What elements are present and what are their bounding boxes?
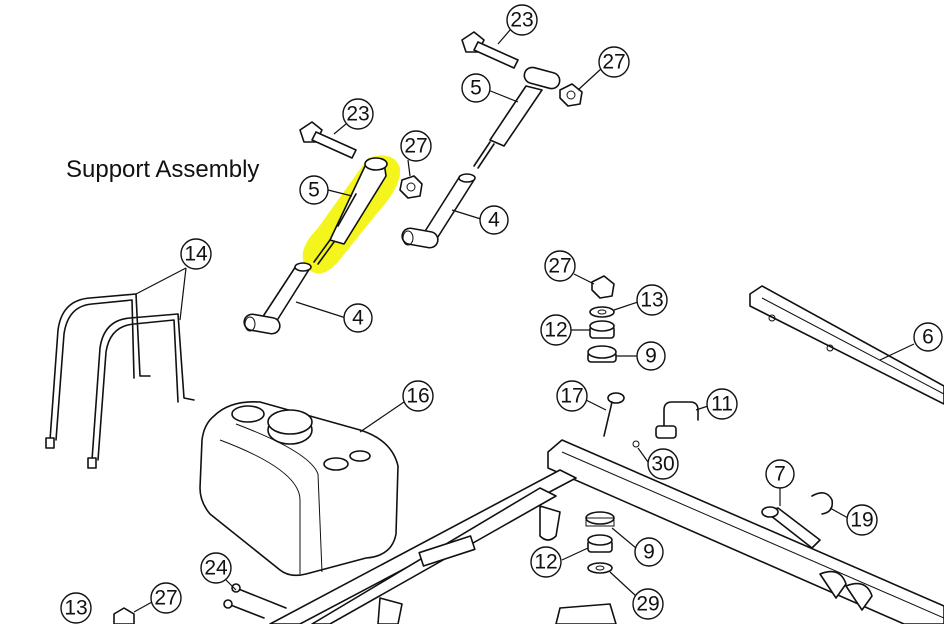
support-tube-5-right (473, 66, 561, 169)
svg-text:4: 4 (488, 209, 500, 232)
bearing-12-lower (587, 534, 613, 553)
svg-text:24: 24 (204, 557, 228, 580)
svg-text:27: 27 (404, 135, 427, 158)
callout-27-stack: 27 (544, 250, 576, 282)
callout-16: 16 (402, 380, 434, 412)
svg-text:6: 6 (922, 326, 934, 349)
svg-text:13: 13 (64, 597, 87, 620)
callout-12-stack: 12 (540, 314, 572, 346)
fuel-tank-16 (199, 400, 399, 577)
svg-text:5: 5 (308, 179, 320, 202)
callout-6: 6 (913, 322, 943, 352)
callout-24: 24 (200, 552, 232, 584)
callout-4-left: 4 (343, 303, 373, 333)
nut-27-left (399, 175, 423, 199)
pin-17 (603, 392, 625, 437)
support-tube-4-left (243, 262, 312, 335)
support-tube-5-left (313, 157, 388, 265)
callout-23-right: 23 (506, 4, 538, 36)
callout-30: 30 (647, 448, 679, 480)
svg-text:19: 19 (850, 509, 873, 532)
svg-text:30: 30 (651, 453, 674, 476)
svg-text:13: 13 (640, 289, 663, 312)
assembly-title: Support Assembly (66, 156, 260, 183)
svg-text:27: 27 (154, 587, 177, 610)
main-frame (269, 439, 944, 625)
bushing-9-lower (585, 511, 615, 527)
svg-text:4: 4 (352, 307, 364, 330)
svg-text:17: 17 (560, 385, 583, 408)
bearing-12-stack (589, 320, 615, 339)
callout-5-right: 5 (461, 73, 491, 103)
callout-23-left: 23 (342, 98, 374, 130)
svg-text:7: 7 (774, 463, 786, 486)
svg-text:27: 27 (548, 255, 571, 278)
callout-12-lower: 12 (530, 546, 562, 578)
svg-text:5: 5 (470, 77, 482, 100)
nut-27-stack (591, 275, 615, 299)
washer-29 (587, 562, 613, 574)
callout-14: 14 (180, 238, 212, 270)
callout-4-right: 4 (479, 205, 509, 235)
frame-rail-6 (749, 285, 944, 405)
svg-text:14: 14 (184, 243, 208, 266)
callout-29: 29 (632, 588, 664, 620)
svg-text:29: 29 (636, 593, 659, 616)
washer-13-stack (589, 306, 615, 318)
callout-27-right: 27 (598, 46, 630, 78)
callout-13-stack: 13 (636, 284, 668, 316)
callout-11: 11 (706, 388, 738, 420)
svg-text:12: 12 (534, 551, 557, 574)
callout-13-bottom: 13 (60, 592, 92, 624)
clamp-19 (811, 492, 834, 515)
svg-text:9: 9 (643, 541, 655, 564)
svg-text:9: 9 (645, 345, 657, 368)
svg-text:23: 23 (346, 103, 369, 126)
callout-7: 7 (765, 459, 795, 489)
bolt-23-right (461, 31, 519, 69)
callout-27-bottom: 27 (150, 582, 182, 614)
svg-text:23: 23 (510, 9, 533, 32)
callout-9-lower: 9 (634, 537, 664, 567)
svg-text:16: 16 (406, 385, 429, 408)
callout-5-left: 5 (299, 175, 329, 205)
nut-27-bottom (113, 607, 135, 625)
callout-27-left: 27 (400, 130, 432, 162)
bolts-24 (223, 583, 287, 619)
support-tube-4-right (401, 173, 476, 249)
callout-9-stack: 9 (636, 341, 666, 371)
callout-19: 19 (846, 504, 878, 536)
svg-text:27: 27 (602, 51, 625, 74)
leader-lines (133, 29, 915, 613)
bolt-23-left (299, 121, 357, 159)
clip-pin-11 (655, 401, 699, 439)
clip-30 (632, 440, 640, 448)
pin-7 (761, 506, 821, 549)
nut-27-right (559, 83, 583, 107)
callout-17: 17 (556, 380, 588, 412)
handle-14 (45, 293, 195, 469)
bushing-9-stack (587, 345, 617, 363)
svg-text:12: 12 (544, 319, 567, 342)
svg-text:11: 11 (711, 393, 733, 416)
